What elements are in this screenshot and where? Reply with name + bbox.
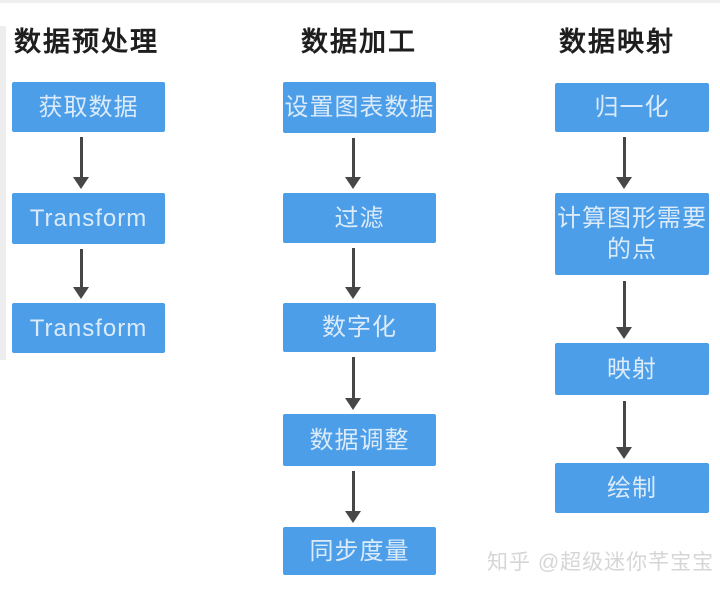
node-transform-1: Transform xyxy=(12,193,165,244)
node-transform-2: Transform xyxy=(12,303,165,353)
node-digitize: 数字化 xyxy=(283,303,436,352)
node-set-chart-data: 设置图表数据 xyxy=(283,82,436,133)
node-data-adjust: 数据调整 xyxy=(283,414,436,466)
arrow-down-icon xyxy=(73,137,89,189)
node-draw: 绘制 xyxy=(555,463,709,513)
arrow-down-icon xyxy=(345,138,361,189)
arrow-down-icon xyxy=(616,137,632,189)
arrow-down-icon xyxy=(616,281,632,339)
photo-edge-left xyxy=(0,26,6,360)
node-sync-measure: 同步度量 xyxy=(283,527,436,575)
arrow-down-icon xyxy=(616,401,632,459)
arrow-down-icon xyxy=(345,248,361,299)
node-compute-points: 计算图形需要的点 xyxy=(555,193,709,275)
node-normalize: 归一化 xyxy=(555,83,709,132)
node-get-data: 获取数据 xyxy=(12,82,165,132)
column-title-mapping: 数据映射 xyxy=(559,27,675,57)
photo-edge-top xyxy=(0,0,720,3)
zhihu-watermark: 知乎 @超级迷你芊宝宝 xyxy=(487,551,715,574)
arrow-down-icon xyxy=(345,357,361,410)
column-title-preprocessing: 数据预处理 xyxy=(14,27,159,57)
node-map: 映射 xyxy=(555,343,709,395)
node-filter: 过滤 xyxy=(283,193,436,243)
arrow-down-icon xyxy=(345,471,361,523)
arrow-down-icon xyxy=(73,249,89,299)
column-title-processing: 数据加工 xyxy=(301,27,417,57)
